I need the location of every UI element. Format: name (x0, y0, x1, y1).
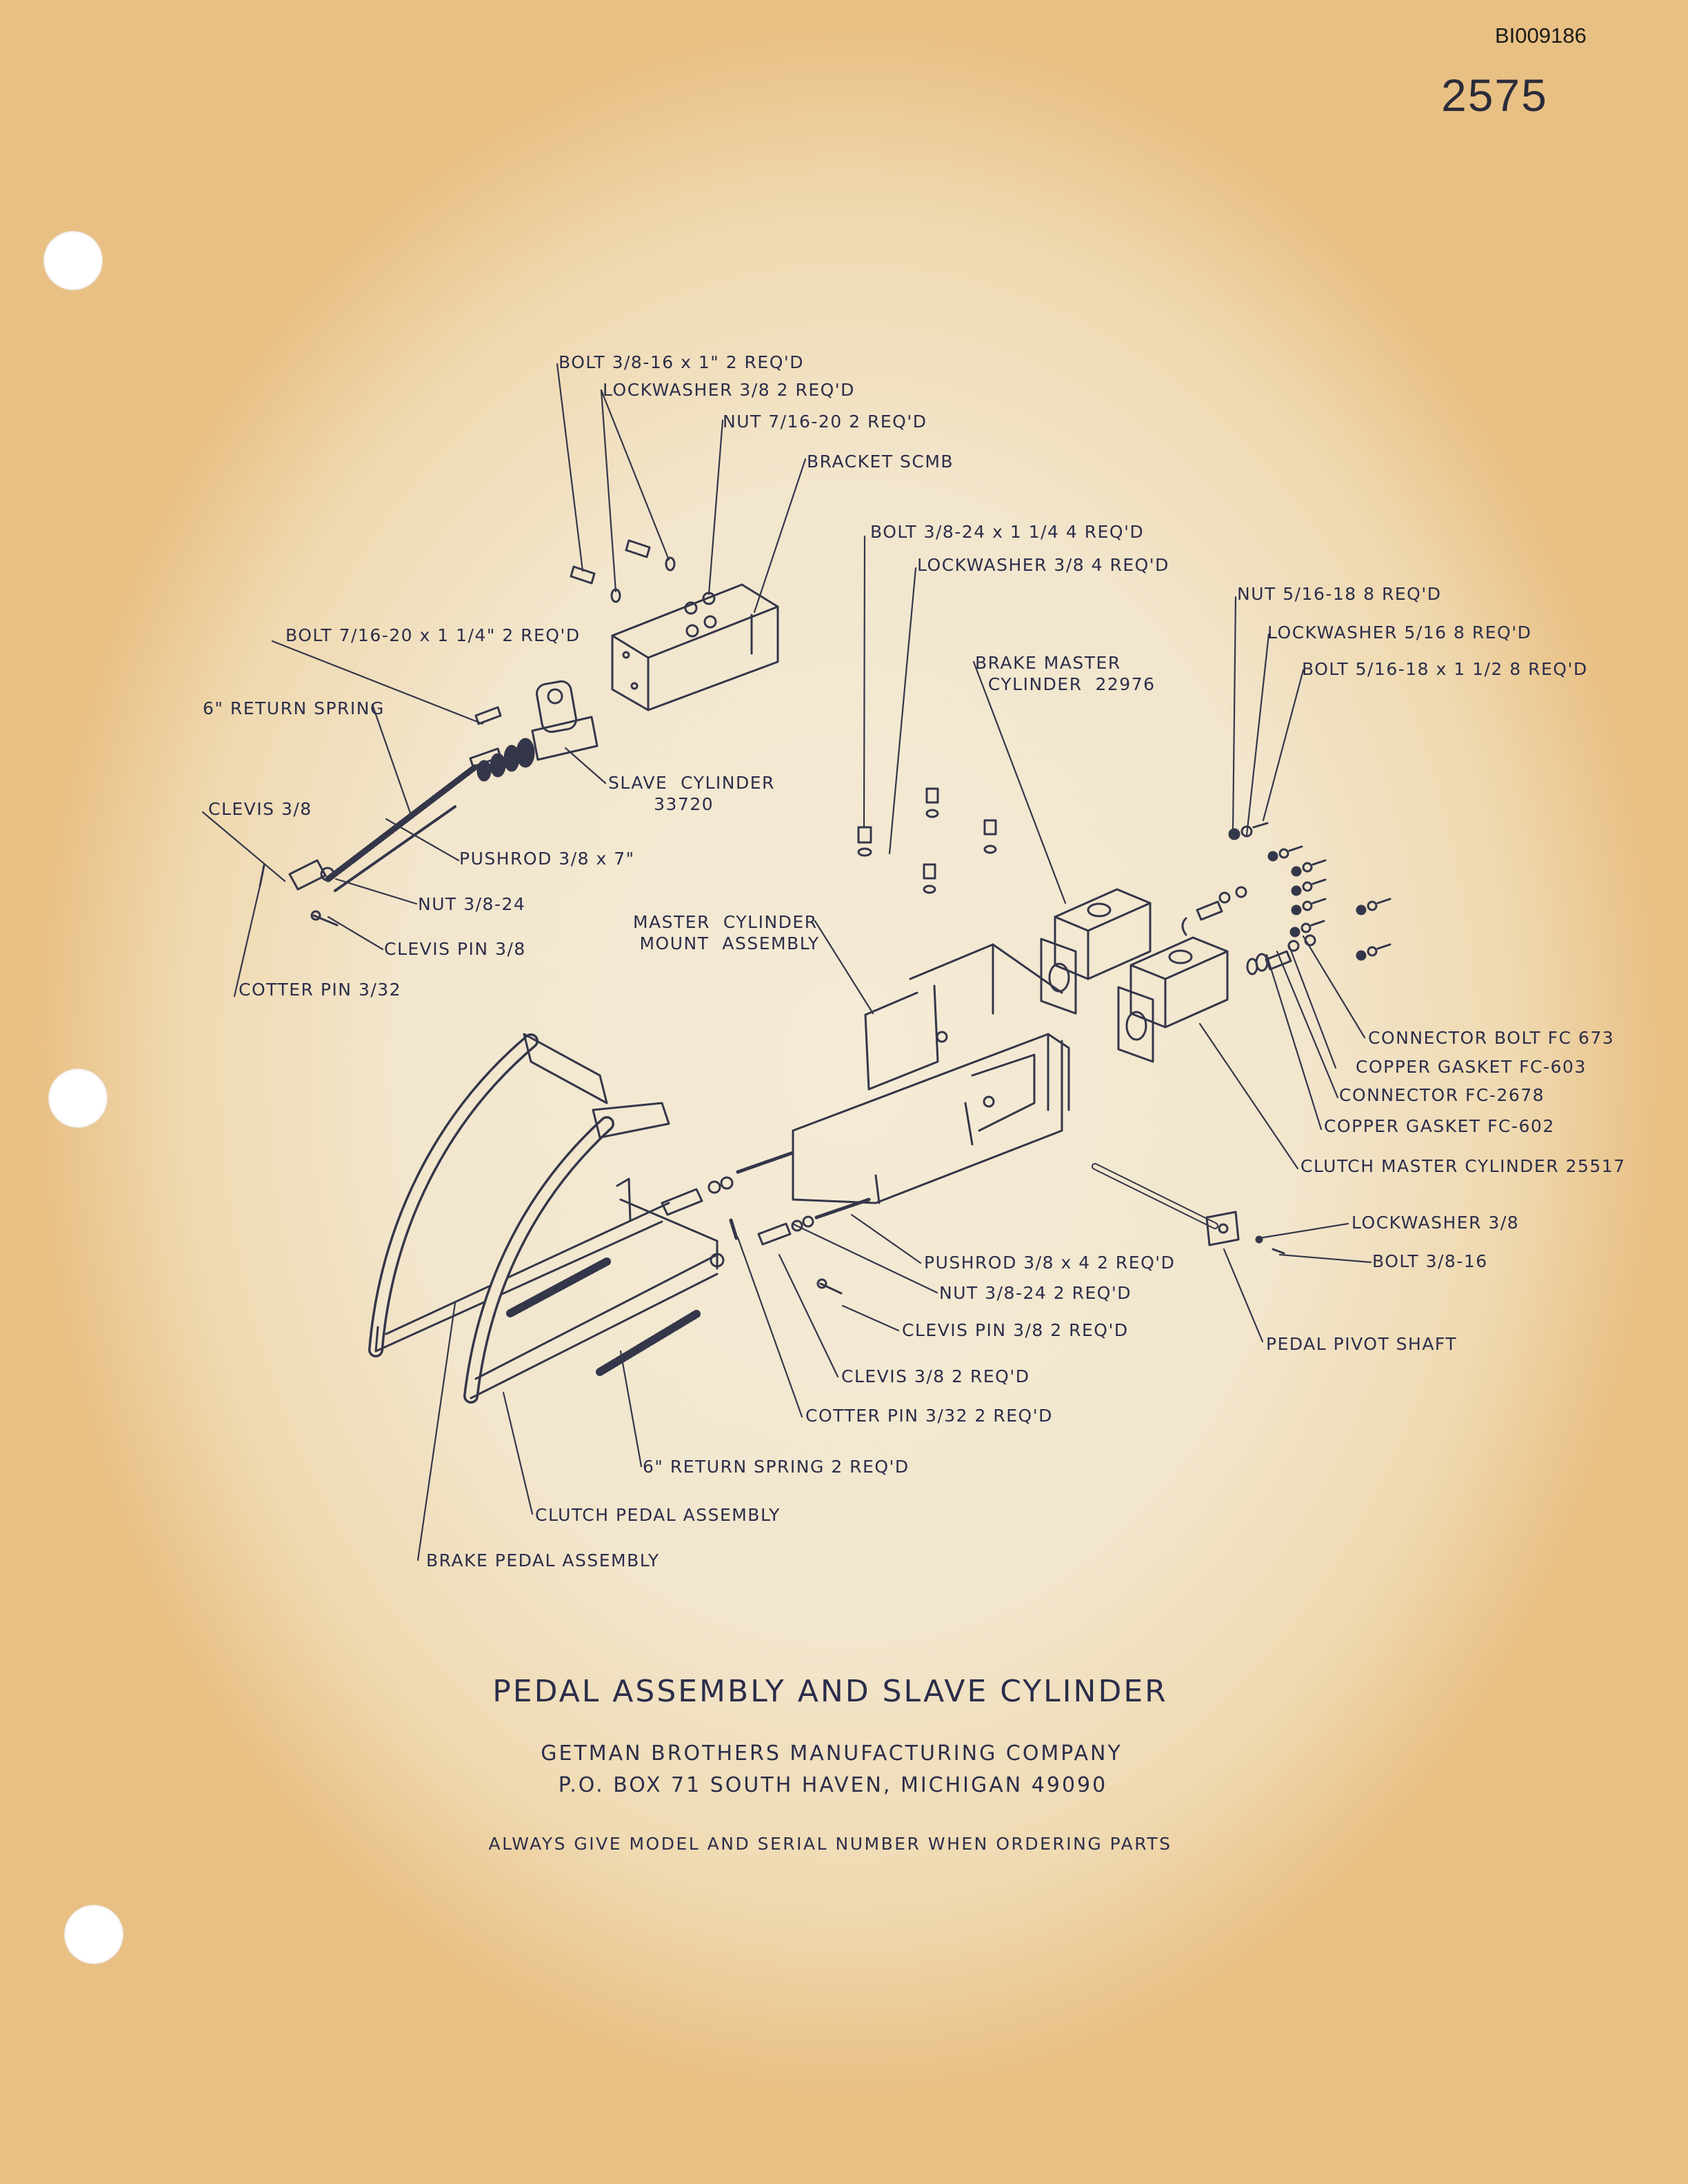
connector-fittings (1181, 886, 1316, 975)
slave-cylinder-33720 (469, 680, 599, 782)
label-6-return-spring: 6" RETURN SPRING (203, 698, 385, 718)
label-clevis-pin-3-8-2: CLEVIS PIN 3/8 2 REQ'D (902, 1320, 1129, 1340)
label-bolt-7-16-20: BOLT 7/16-20 x 1 1/4" 2 REQ'D (285, 625, 581, 645)
label-slave-cylinder: SLAVE CYLINDER 33720 (608, 773, 775, 814)
punch-hole-top (43, 231, 103, 290)
master-cylinder-mount-assembly (792, 943, 1070, 1204)
pushrods-and-clevises (661, 1151, 871, 1295)
clutch-pedal-assembly (463, 1102, 725, 1404)
label-pushrod-3-8-4: PUSHROD 3/8 x 4 2 REQ'D (924, 1253, 1176, 1273)
bracket-scmb (611, 583, 779, 711)
document-id: BI009186 (1495, 23, 1587, 48)
left-spring-pushrod (259, 763, 479, 927)
punch-hole-middle (48, 1069, 108, 1128)
label-pedal-pivot-shaft: PEDAL PIVOT SHAFT (1266, 1334, 1458, 1354)
mount-bolts-3-8-24 (857, 787, 997, 894)
label-bolt-5-16-18: BOLT 5/16-18 x 1 1/2 8 REQ'D (1302, 659, 1588, 679)
ordering-note: ALWAYS GIVE MODEL AND SERIAL NUMBER WHEN… (488, 1834, 1172, 1854)
label-connector-2678: CONNECTOR FC-2678 (1339, 1085, 1545, 1105)
label-cotter-pin-3-32-2: COTTER PIN 3/32 2 REQ'D (805, 1406, 1053, 1426)
label-connector-bolt: CONNECTOR BOLT FC 673 (1368, 1028, 1615, 1048)
label-6-return-spring-2: 6" RETURN SPRING 2 REQ'D (643, 1457, 910, 1477)
label-nut-3-8-24: NUT 3/8-24 (418, 894, 526, 914)
label-lockwasher-3-8-4: LOCKWASHER 3/8 4 REQ'D (917, 555, 1169, 575)
label-clevis-3-8: CLEVIS 3/8 (208, 799, 312, 819)
label-nut-5-16-18: NUT 5/16-18 8 REQ'D (1237, 584, 1442, 604)
label-clevis-3-8-2: CLEVIS 3/8 2 REQ'D (841, 1366, 1030, 1386)
punch-hole-bottom (64, 1905, 123, 1964)
label-bolt-3-8-16: BOLT 3/8-16 x 1" 2 REQ'D (559, 352, 805, 372)
label-bolt-3-8-24: BOLT 3/8-24 x 1 1/4 4 REQ'D (870, 522, 1145, 542)
label-clevis-pin-3-8: CLEVIS PIN 3/8 (384, 939, 526, 959)
pedal-return-springs (506, 1257, 701, 1376)
label-brake-pedal-assembly: BRAKE PEDAL ASSEMBLY (426, 1550, 660, 1570)
brake-master-cylinder-22976 (1040, 888, 1152, 1015)
company-address: P.O. BOX 71 SOUTH HAVEN, MICHIGAN 49090 (558, 1773, 1108, 1797)
pedal-pivot-shaft (1092, 1163, 1285, 1255)
top-bolts-washers-nuts (570, 539, 717, 638)
label-bolt-3-8-16-right: BOLT 3/8-16 (1372, 1251, 1488, 1271)
label-clutch-pedal-assembly: CLUTCH PEDAL ASSEMBLY (535, 1505, 781, 1525)
clutch-master-cylinder-25517 (1117, 936, 1229, 1063)
label-master-cylinder-mount: MASTER CYLINDER MOUNT ASSEMBLY (633, 912, 820, 953)
label-copper-gasket-602: COPPER GASKET FC-602 (1324, 1116, 1555, 1136)
label-lockwasher-3-8: LOCKWASHER 3/8 2 REQ'D (603, 380, 855, 400)
label-pushrod-3-8-7: PUSHROD 3/8 x 7" (459, 849, 635, 869)
label-nut-3-8-24-2: NUT 3/8-24 2 REQ'D (939, 1283, 1132, 1303)
label-bracket-scmb: BRACKET SCMB (807, 452, 954, 472)
sheet-title: PEDAL ASSEMBLY AND SLAVE CYLINDER (492, 1674, 1168, 1709)
label-cotter-pin-3-32: COTTER PIN 3/32 (239, 980, 402, 1000)
label-brake-master-cylinder: BRAKE MASTER CYLINDER 22976 (975, 653, 1156, 694)
company-name: GETMAN BROTHERS MANUFACTURING COMPANY (541, 1741, 1123, 1766)
label-lockwasher-3-8-right: LOCKWASHER 3/8 (1352, 1213, 1520, 1233)
label-copper-gasket-603: COPPER GASKET FC-603 (1356, 1057, 1587, 1077)
page-number: 2575 (1441, 70, 1548, 121)
label-lockwasher-5-16: LOCKWASHER 5/16 8 REQ'D (1267, 623, 1532, 643)
label-nut-7-16-20: NUT 7/16-20 2 REQ'D (723, 412, 927, 432)
label-clutch-master-cylinder: CLUTCH MASTER CYLINDER 25517 (1300, 1156, 1626, 1176)
bolts-nuts-5-16 (1228, 822, 1391, 961)
brake-pedal-assembly (368, 1033, 670, 1357)
leader-lines (201, 363, 1372, 1561)
